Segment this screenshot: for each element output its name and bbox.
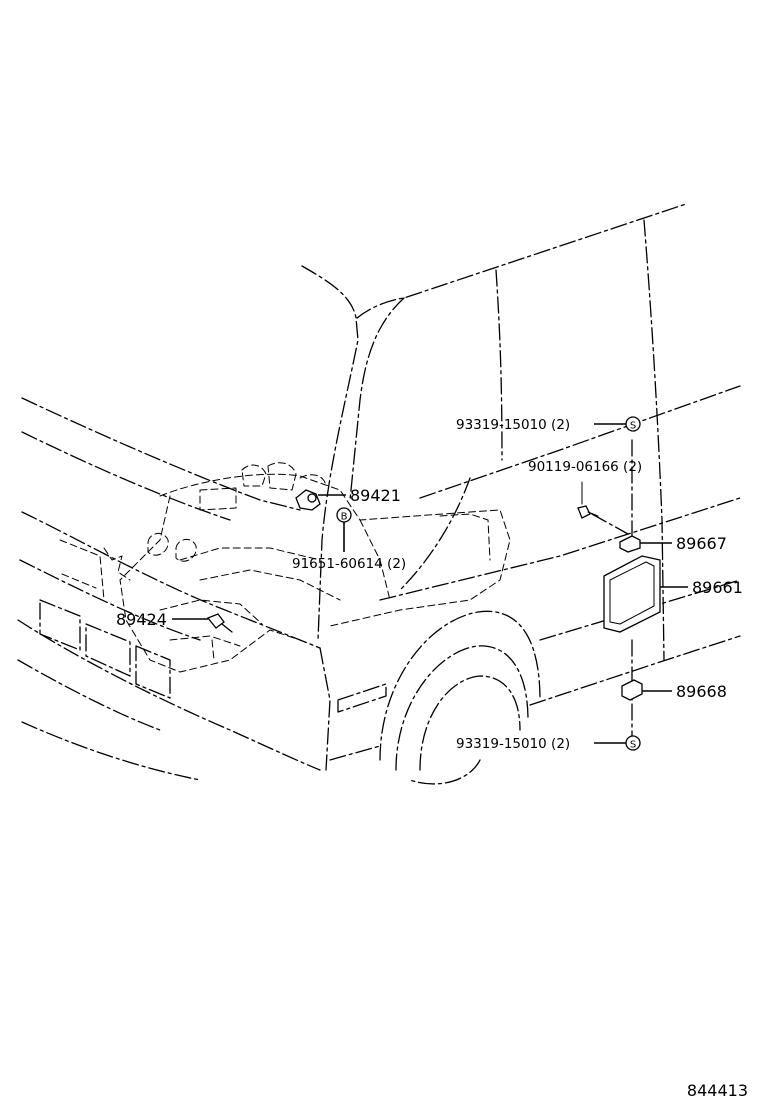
- bracket-89668-part: [621, 679, 643, 701]
- label-nut-top: 93319-15010 (2): [456, 417, 570, 433]
- label-bolt: 90119-06166 (2): [528, 459, 642, 475]
- clip-part: B: [336, 507, 352, 523]
- figure-id: 844413: [687, 1081, 748, 1100]
- nut-marker-top: S: [630, 421, 636, 432]
- label-clip: 91651-60614 (2): [292, 556, 406, 572]
- clip-marker: B: [341, 512, 348, 523]
- sensor-89424-part: [206, 613, 233, 661]
- label-89667: 89667: [676, 534, 727, 553]
- nut-marker-bottom: S: [630, 740, 636, 751]
- label-89668: 89668: [676, 682, 727, 701]
- nut-top-part: S: [625, 416, 641, 432]
- bolt-part: [577, 481, 599, 519]
- nut-bottom-part: S: [625, 735, 641, 751]
- label-89661: 89661: [692, 578, 743, 597]
- sensor-89421-part: [295, 489, 321, 511]
- ecu-89661-part: [603, 555, 661, 633]
- label-nut-bottom: 93319-15010 (2): [456, 736, 570, 752]
- bracket-89667-part: [619, 535, 641, 553]
- label-89421: 89421: [350, 486, 401, 505]
- label-89424: 89424: [116, 610, 167, 629]
- vehicle-outline: [17, 203, 741, 785]
